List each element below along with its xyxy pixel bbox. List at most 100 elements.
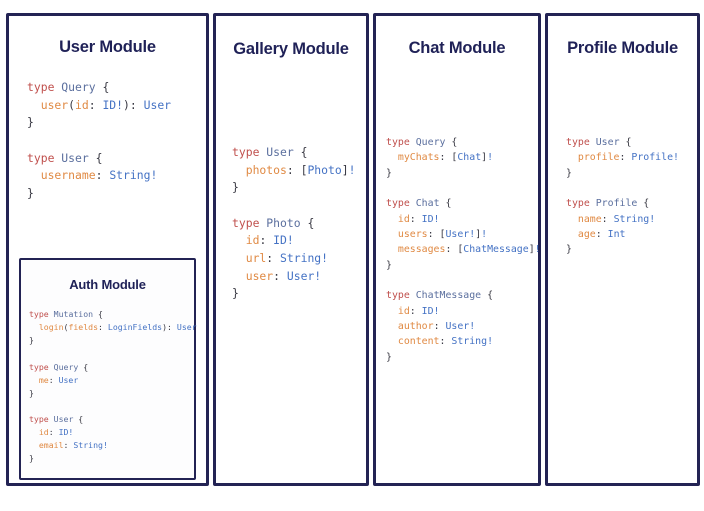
schema-token: User! <box>286 268 322 283</box>
schema-token: ! <box>487 152 494 164</box>
schema-token: type <box>232 215 267 230</box>
schema-token: } <box>29 335 34 346</box>
schema-token: photos <box>245 162 287 177</box>
schema-token: User <box>53 414 74 424</box>
schema-line: type Mutation { <box>29 308 194 321</box>
schema-token: ID! <box>102 97 124 112</box>
schema-token: { <box>88 150 103 165</box>
schema-token <box>386 306 398 317</box>
module-card-profile[interactable]: Profile Module type User { profile: Prof… <box>545 13 700 486</box>
schema-token: { <box>619 137 632 148</box>
schema-line: } <box>29 387 194 400</box>
schema-token: ] <box>475 229 482 241</box>
module-card-gallery[interactable]: Gallery Module type User { photos: [Phot… <box>213 13 369 486</box>
schema-token: { <box>95 80 110 94</box>
schema-token: User <box>143 97 172 112</box>
schema-token <box>232 163 246 177</box>
schema-token <box>386 214 398 225</box>
schema-token: ): <box>162 322 177 333</box>
schema-type-block: type Photo { id: ID! url: String! user: … <box>232 215 366 303</box>
schema-token <box>29 427 39 437</box>
schema-token: Profile <box>595 198 638 210</box>
module-card-chat[interactable]: Chat Module type Query { myChats: [Chat]… <box>373 13 541 486</box>
module-card-auth[interactable]: Auth Module type Mutation { login(fields… <box>19 258 197 480</box>
schema-type-block: type Query { me: User} <box>29 361 194 400</box>
schema-token <box>566 214 578 225</box>
schema-token: Int <box>607 229 626 241</box>
module-title-gallery: Gallery Module <box>233 40 349 58</box>
schema-line: me: User <box>29 374 194 387</box>
schema-line: content: String! <box>386 334 538 349</box>
schema-token: ! <box>348 162 356 177</box>
schema-token: ( <box>68 97 76 112</box>
schema-line: type User { <box>27 150 206 168</box>
schema-line: } <box>232 285 366 303</box>
schema-line: photos: [Photo]! <box>232 162 366 180</box>
schema-token: profile <box>577 152 620 164</box>
schema-token: : [ <box>286 162 308 177</box>
module-card-user[interactable]: User Module type Query { user(id: ID!): … <box>6 13 209 486</box>
schema-token <box>386 321 398 332</box>
schema-token: { <box>481 290 494 302</box>
schema-token: id <box>245 233 260 248</box>
schema-type-block: type User { id: ID! email: String!} <box>29 413 194 466</box>
schema-token: ! <box>481 229 488 241</box>
schema-token: ] <box>341 162 349 177</box>
schema-block-gap <box>27 132 206 150</box>
schema-token: type <box>386 137 416 148</box>
schema-token: User <box>61 150 89 165</box>
schema-line: } <box>386 166 538 181</box>
schema-line: author: User! <box>386 319 538 334</box>
schema-type-block: type ChatMessage { id: ID! author: User!… <box>386 288 538 365</box>
schema-token: type <box>566 137 596 148</box>
schema-code-gallery: type User { photos: [Photo]!} type Photo… <box>232 144 366 303</box>
schema-token: } <box>29 453 34 464</box>
schema-token: User <box>595 137 620 148</box>
schema-token: LoginFields <box>107 322 163 333</box>
schema-token <box>566 229 578 240</box>
schema-type-block: type Mutation { login(fields: LoginField… <box>29 308 197 347</box>
module-title-user: User Module <box>59 38 156 56</box>
schema-token: username <box>40 168 96 183</box>
schema-token: User <box>58 374 79 385</box>
schema-token: author <box>397 321 434 333</box>
schema-line: id: ID! <box>386 212 538 227</box>
schema-line: type User { <box>232 144 366 162</box>
schema-line: } <box>566 242 697 257</box>
schema-token: name <box>577 213 602 225</box>
schema-block-gap <box>29 400 194 413</box>
schema-line: profile: Profile! <box>566 150 697 165</box>
schema-token: { <box>293 145 308 159</box>
schema-token: ChatMessage <box>415 290 482 302</box>
schema-block-gap <box>566 181 697 196</box>
schema-token: { <box>445 137 458 148</box>
schema-token: { <box>73 414 84 424</box>
schema-token <box>27 168 41 182</box>
schema-token: ] <box>528 244 535 256</box>
schema-token: : <box>48 374 59 385</box>
schema-token: : <box>259 233 274 248</box>
schema-token: : [ <box>445 244 464 256</box>
schema-token <box>29 322 39 332</box>
schema-token: type <box>29 309 54 319</box>
schema-line: user(id: ID!): User <box>27 97 206 115</box>
schema-token: Photo <box>266 215 301 230</box>
schema-line: url: String! <box>232 250 366 268</box>
schema-token: url <box>245 251 267 266</box>
schema-token: } <box>232 180 239 195</box>
schema-line: type Query { <box>386 135 538 150</box>
schema-code-user: type Query { user(id: ID!): User} type U… <box>27 79 206 203</box>
schema-block-gap <box>386 181 538 196</box>
schema-line: login(fields: LoginFields): User <box>29 321 197 334</box>
schema-token <box>386 229 398 240</box>
schema-token <box>27 98 41 112</box>
schema-token <box>386 244 398 255</box>
schema-line: } <box>29 452 194 465</box>
schema-type-block: type Query { myChats: [Chat]!} <box>386 135 538 181</box>
schema-token <box>232 233 246 247</box>
schema-token <box>29 440 39 450</box>
schema-token: { <box>300 215 315 230</box>
schema-block-gap <box>232 197 366 215</box>
schema-token: Profile! <box>631 152 679 164</box>
schema-token: { <box>93 309 103 319</box>
